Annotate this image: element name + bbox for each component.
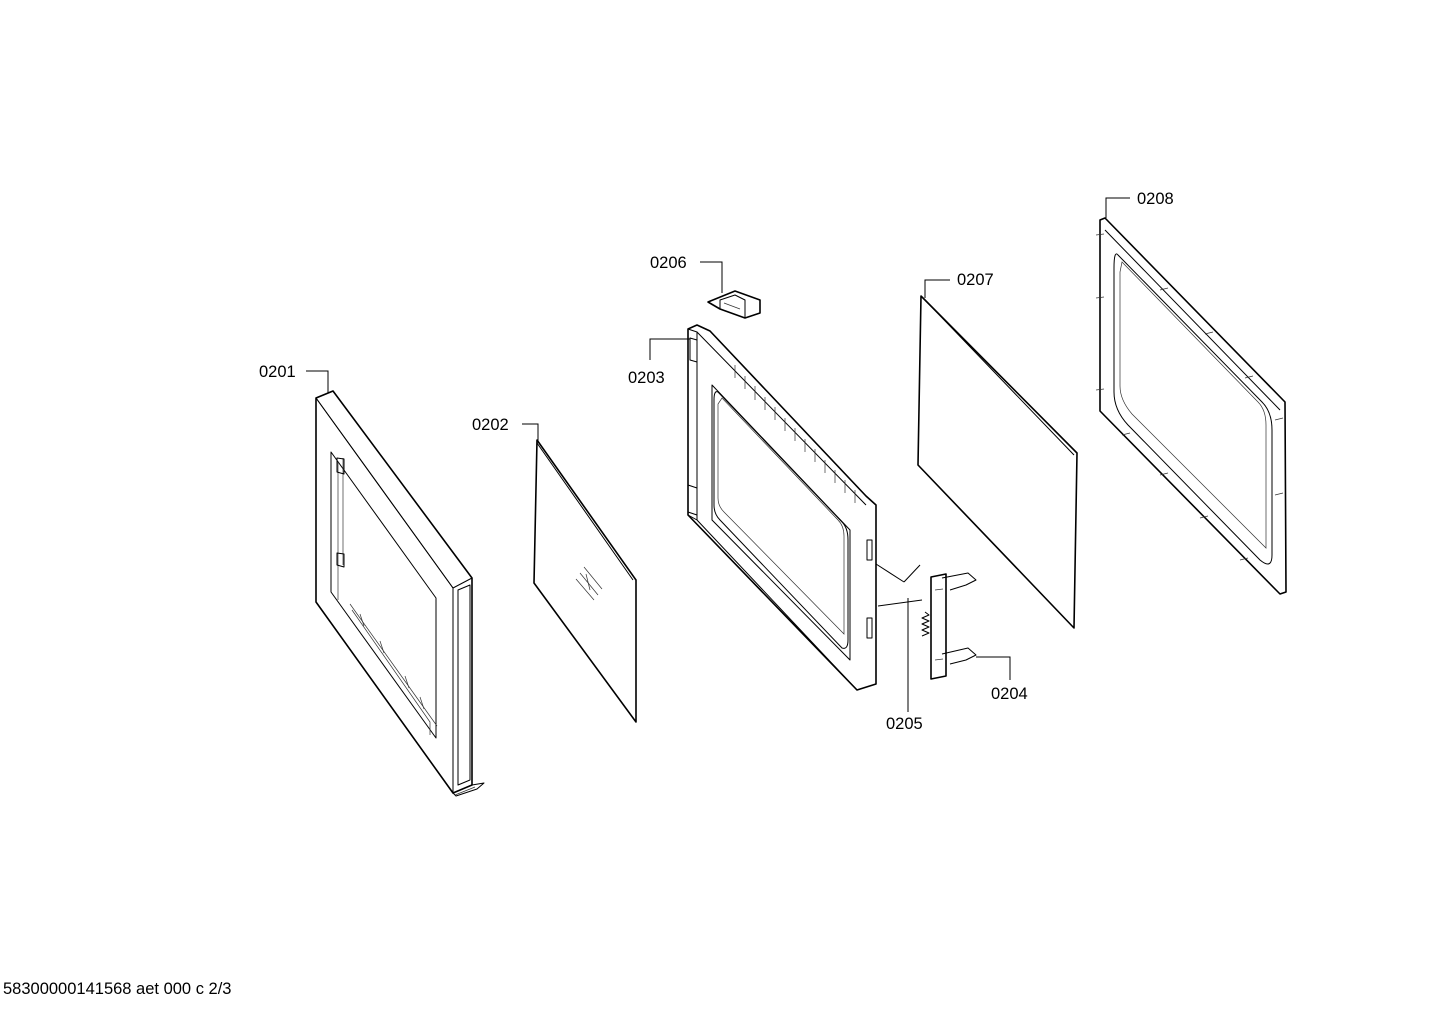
callout-0201: 0201 — [259, 363, 296, 381]
hinge-bracket — [707, 290, 761, 319]
callout-0207: 0207 — [957, 271, 994, 289]
callout-0208: 0208 — [1137, 190, 1174, 208]
callout-0204: 0204 — [991, 685, 1028, 703]
callout-0205: 0205 — [886, 715, 923, 733]
callout-0202: 0202 — [472, 416, 509, 434]
document-code: 58300000141568 aet 000 c 2/3 — [3, 980, 232, 998]
inner-door-frame — [687, 324, 877, 691]
callout-0206: 0206 — [650, 254, 687, 272]
callout-0203: 0203 — [628, 369, 665, 387]
latch-hook — [930, 572, 977, 680]
inner-glass-panel — [917, 295, 1078, 629]
outer-door-frame — [315, 390, 485, 797]
front-glass-panel — [533, 439, 637, 723]
door-seal-frame — [1095, 217, 1287, 595]
latch-spring — [875, 563, 930, 637]
leader-lines — [306, 197, 1130, 712]
